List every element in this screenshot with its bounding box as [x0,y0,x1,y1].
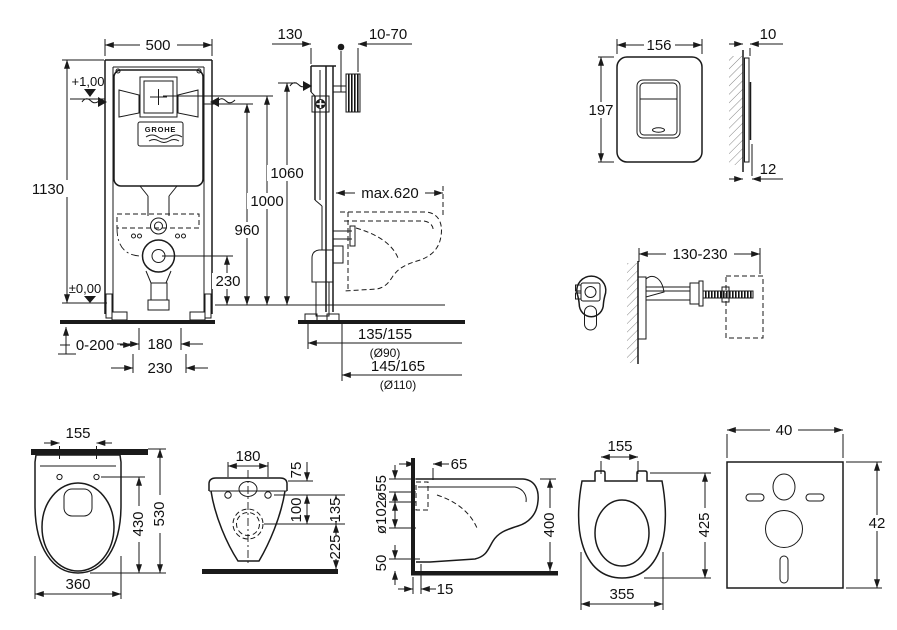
dim-frame-depth: 130 [277,26,302,43]
dim-bowl-depth-inner: 430 [130,511,147,536]
level-zero-label: ±0,00 [69,281,101,296]
dim-outlet-a-pipe: (Ø90) [370,346,401,360]
seat-top-view: 155 425 355 [577,438,713,610]
frame-side-view: 130 10-70 max.620 135/155 (Ø90) [272,26,465,392]
dim-rear-drain-to-floor: 225 [327,534,344,559]
level-marker-icon [84,89,96,97]
dim-side-wall-gap: 15 [437,581,454,598]
dim-feet-range: 0-200 [76,337,114,354]
dim-rear-mid-offset: 100 [288,497,305,522]
brand-label: GROHE [145,125,177,134]
level-plus-label: +1,00 [72,74,105,89]
dim-seat-hinge-spacing: 155 [607,438,632,455]
dim-seat-width: 355 [609,586,634,603]
dim-bracket-range: 130-230 [672,246,727,263]
dim-height-1000: 1000 [250,193,283,210]
level-zero-marker-icon [84,296,96,303]
water-inlet-arrow-right [210,97,236,107]
dim-outlet-a: 135/155 [358,326,412,343]
dim-bowl-width: 360 [65,576,90,593]
dim-height-1060: 1060 [270,165,303,182]
dim-bolt-spacing-b: 230 [147,360,172,377]
threaded-rod [702,290,754,299]
frame-front-view: 500 1130 +1,00 ±0,00 GROHE [30,36,310,377]
dim-outlet-b: 145/165 [371,358,425,375]
dim-rear-drain-offset: 135 [327,497,344,522]
dim-side-height: 400 [541,512,558,537]
dim-plate-height: 197 [588,102,613,119]
dim-frame-width: 500 [145,37,170,54]
wall-anchor-block [345,73,361,113]
pipe-curve-reference [116,227,143,257]
dim-side-drain-pipe: ø102 [373,500,390,534]
sound-mat-view: 40 42 [726,422,891,589]
dim-bowl-depth-total: 530 [151,501,168,526]
floor-line [411,571,558,576]
bowl-rear-view: 180 75 100 135 225 [202,448,345,574]
dim-rear-top-offset: 75 [288,462,305,479]
wall-bracket-front-view [575,275,607,331]
dim-side-flush-pipe: ø55 [373,475,390,501]
wc-bowl-dashed-outline [340,211,442,292]
floor-line-side [298,320,465,324]
dim-wall-distance: 10-70 [369,26,407,43]
dim-side-flush-offset: 65 [451,456,468,473]
dim-rear-hole-spacing: 180 [235,448,260,465]
dim-bowl-hole-spacing: 155 [65,425,90,442]
bowl-top-view: 155 530 430 360 [31,425,168,599]
wall-hatch [729,56,743,165]
floor-line [60,320,215,324]
dim-bolt-spacing-a: 180 [147,336,172,353]
dim-max-depth: max.620 [361,185,419,202]
dim-frame-height: 1130 [32,181,64,198]
grohe-logo: GROHE [137,121,184,147]
dim-plate-depth-top: 10 [760,26,777,43]
dim-plate-depth-bottom: 12 [760,161,777,178]
water-inlet-arrow-left [81,97,107,107]
wall-line [411,458,415,574]
dim-drain-height: 230 [215,273,240,290]
wall-hatch [627,263,638,363]
reference-dot [337,43,345,51]
wall-bracket-side-view: 130-230 [627,246,764,364]
dim-mat-height: 42 [869,515,886,532]
wall-line [31,449,148,455]
dim-height-960: 960 [234,222,259,239]
dim-plate-width: 156 [646,37,671,54]
bowl-side-view: 65 ø55 ø102 50 400 15 [373,456,558,598]
dim-outlet-b-pipe: (Ø110) [380,378,416,392]
floor-line [202,569,338,574]
dim-side-bottom-offset: 50 [373,555,390,572]
flush-plate-front-view: 156 197 [586,37,703,163]
flush-plate-side-view: 10 12 [729,26,783,182]
water-inlet-arrow-side [289,81,312,91]
dim-seat-depth: 425 [696,512,713,537]
dim-mat-width: 40 [776,422,793,439]
